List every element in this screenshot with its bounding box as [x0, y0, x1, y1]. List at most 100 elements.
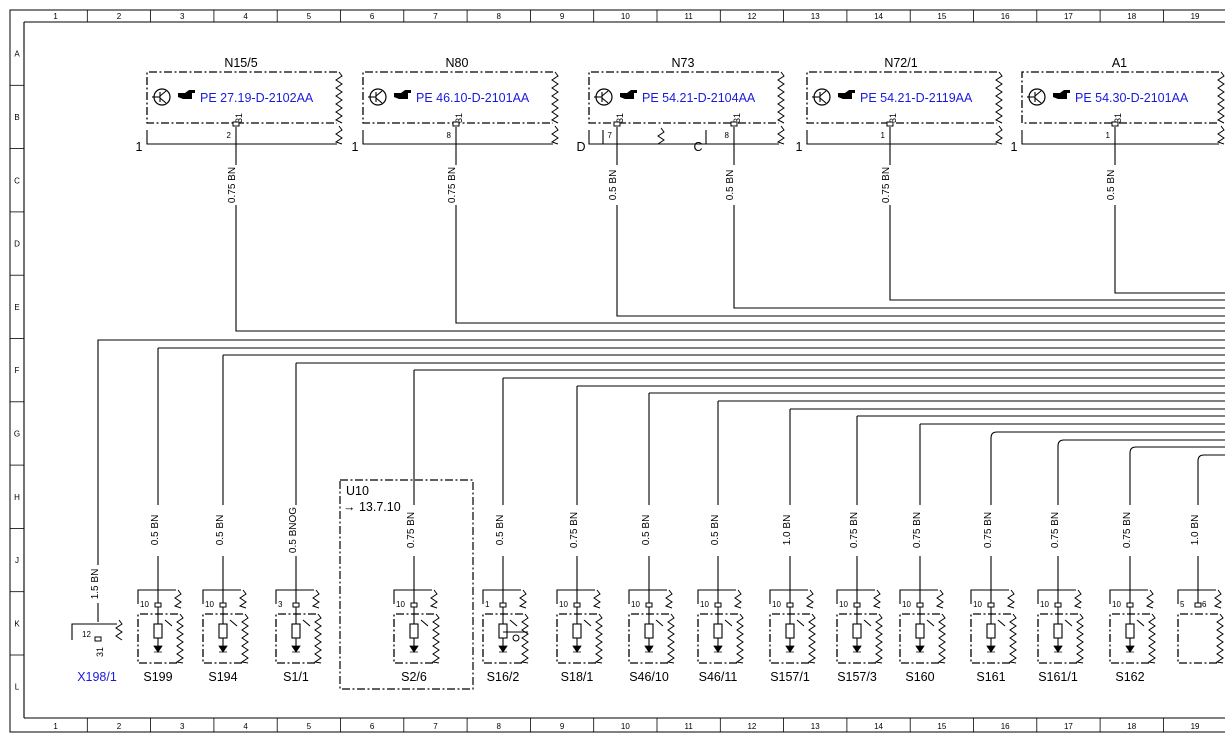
connector-bracket — [1037, 589, 1076, 604]
led-icon — [1053, 645, 1063, 653]
ground-wire — [97, 339, 1225, 565]
led-icon — [915, 645, 925, 653]
pin-number: 10 — [396, 600, 405, 609]
signal-label: 31 — [615, 113, 625, 123]
u10-frame — [339, 479, 474, 690]
column-label-top: 3 — [180, 12, 185, 21]
pin-number: 1 — [485, 600, 490, 609]
connector-bracket — [393, 589, 432, 604]
switch-id: S160 — [905, 670, 934, 684]
wire-label: 0.5 BN — [641, 515, 652, 546]
led-icon — [852, 645, 862, 653]
column-label-top: 14 — [874, 12, 883, 21]
wire-label: 0.5 BN — [215, 515, 226, 546]
column-label-bottom: 12 — [747, 722, 756, 731]
column-label-bottom: 6 — [370, 722, 375, 731]
break-line — [592, 589, 601, 609]
break-line — [1073, 589, 1082, 609]
pin-number: 10 — [902, 600, 911, 609]
column-label-top: 17 — [1064, 12, 1073, 21]
break-line — [1213, 589, 1222, 609]
row-label: H — [14, 493, 20, 502]
wire-segment — [733, 205, 1225, 309]
reference-hand-icon — [838, 90, 855, 99]
wire-label: 0.75 BN — [881, 167, 892, 203]
document-reference: PE 46.10-D-2101AA — [416, 91, 530, 105]
break-line — [594, 613, 603, 664]
column-label-top: 7 — [433, 12, 438, 21]
switch-contact — [1064, 619, 1073, 627]
transistor-icon-collector — [819, 90, 827, 97]
connector-bracket — [628, 589, 667, 604]
column-label-top: 9 — [560, 12, 565, 21]
document-reference: PE 54.30-D-2101AA — [1075, 91, 1189, 105]
pin-number: 10 — [1112, 600, 1121, 609]
column-label-bottom: 18 — [1127, 722, 1136, 731]
u10-reference: → 13.7.10 — [343, 500, 401, 514]
pin-number: 5 — [1180, 600, 1185, 609]
bus-wire-corner — [990, 431, 998, 439]
switch-contact — [302, 619, 311, 627]
drawing-frame — [9, 9, 1225, 733]
resistor-icon — [785, 623, 795, 639]
break-line — [664, 589, 673, 609]
wire-label: 1.5 BN — [90, 569, 101, 600]
harness-label: 1 — [352, 140, 359, 154]
connector-bracket — [137, 589, 176, 604]
break-line — [313, 613, 322, 664]
switch-id: S157/3 — [837, 670, 877, 684]
contact-icon — [512, 634, 520, 642]
resistor-icon — [986, 623, 996, 639]
column-label-top: 5 — [307, 12, 312, 21]
row-label: E — [14, 303, 19, 312]
connector-bracket — [806, 130, 997, 145]
wire-label: 0.5 BN — [725, 170, 736, 201]
column-label-top: 12 — [747, 12, 756, 21]
break-line — [1075, 613, 1084, 664]
column-label-top: 16 — [1001, 12, 1010, 21]
break-line — [551, 71, 559, 124]
harness-label: 1 — [1011, 140, 1018, 154]
switch-id: S1/1 — [283, 670, 309, 684]
wire-segment — [1114, 205, 1225, 294]
bus-wire-corner — [1197, 454, 1205, 462]
pin-terminal — [232, 121, 240, 127]
led-icon — [409, 645, 419, 653]
connector-bracket — [836, 589, 875, 604]
component-box — [1021, 71, 1219, 124]
pin-number: 10 — [631, 600, 640, 609]
wire-label: 0.5 BN — [608, 170, 619, 201]
column-label-bottom: 10 — [621, 722, 630, 731]
wire-label: 0.5 BN — [1106, 170, 1117, 201]
pin-number: 3 — [278, 600, 283, 609]
pin-terminal — [714, 602, 722, 608]
switch-id: S161/1 — [1038, 670, 1078, 684]
pin-number: 10 — [205, 600, 214, 609]
switch-id: S2/6 — [401, 670, 427, 684]
wire-label: 0.75 BN — [912, 512, 923, 548]
wire-label: 1.0 BN — [1190, 515, 1201, 546]
wire-segment — [616, 205, 1225, 317]
transistor-icon-collector — [159, 90, 167, 97]
connector-bracket — [202, 589, 241, 604]
wire-label: 0.75 BN — [569, 512, 580, 548]
s16-2-internal-symbol — [503, 631, 528, 642]
led-icon — [572, 645, 582, 653]
transistor-icon-emitter — [159, 97, 167, 104]
pin-terminal — [219, 602, 227, 608]
wire-label: 0.5 BN — [495, 515, 506, 546]
column-label-bottom: 15 — [937, 722, 946, 731]
outer-frame — [9, 9, 1225, 733]
pin-terminal — [987, 602, 995, 608]
